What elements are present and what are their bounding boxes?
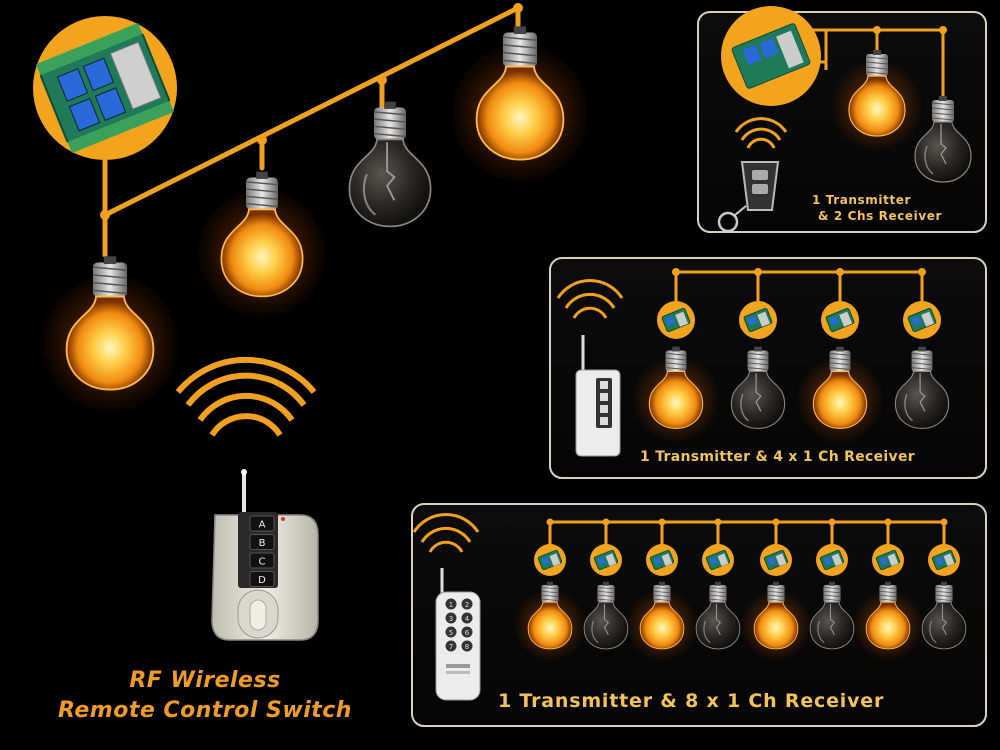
receiver-4ch-1 xyxy=(657,301,695,339)
receiver-4ch-4 xyxy=(903,301,941,339)
remote-button-c xyxy=(249,552,275,569)
remote-button-label: A xyxy=(259,520,266,531)
remote-button-label: D xyxy=(258,575,266,586)
receiver-8ch-3 xyxy=(646,544,678,576)
p8-bulb-6 xyxy=(809,581,855,650)
receiver-8ch-7 xyxy=(872,544,904,576)
remote-button-label: C xyxy=(259,557,266,568)
keyfob-remote xyxy=(717,117,788,233)
receiver-8ch-2 xyxy=(590,544,622,576)
p4-bulb-1 xyxy=(632,346,720,444)
bulb-glass xyxy=(812,370,868,429)
bulb-glass xyxy=(65,295,155,391)
bulb-glass xyxy=(865,601,911,650)
p2-bulb-2 xyxy=(914,96,972,183)
remote-button-d xyxy=(249,571,275,587)
remote-8-button: 1 2 3 4 5 6 7 8 xyxy=(412,513,481,701)
p8-bulb-1 xyxy=(514,581,586,662)
bulb-glass xyxy=(848,75,906,137)
remote8-button-label: 2 xyxy=(465,601,469,609)
panel-2ch-bulbs xyxy=(831,50,972,183)
panel-2ch-caption-line-2: & 2 Chs Receiver xyxy=(818,209,943,223)
remote-long xyxy=(556,279,624,457)
panel-2ch xyxy=(697,6,987,233)
bulb-glass xyxy=(753,601,799,650)
bulb-3 xyxy=(348,101,432,228)
remote8-button-label: 3 xyxy=(449,615,453,623)
receiver-8ch-4 xyxy=(702,544,734,576)
panel-8ch-caption: 1 Transmitter & 8 x 1 Ch Receiver xyxy=(498,690,885,712)
main-bulbs xyxy=(38,26,592,415)
remote8-button-label: 6 xyxy=(465,629,470,637)
relay-receiver-small xyxy=(721,6,821,106)
bulb-1 xyxy=(38,256,182,415)
remote8-button-3 xyxy=(445,612,457,624)
remote8-button-1 xyxy=(445,598,457,610)
p8-bulb-4 xyxy=(695,581,741,650)
bulb-glass xyxy=(475,65,565,161)
remote8-button-2 xyxy=(461,598,473,610)
receiver-8ch-6 xyxy=(816,544,848,576)
remote8-button-label: 5 xyxy=(449,629,453,637)
remote-button-a xyxy=(249,515,275,532)
p8-bulb-7 xyxy=(852,581,924,662)
title-line-1: RF Wireless xyxy=(129,668,281,693)
remote8-button-label: 8 xyxy=(465,643,469,651)
panel-8ch-bulbs xyxy=(514,581,967,662)
remote8-button-7 xyxy=(445,640,457,652)
bulb-2 xyxy=(195,171,329,320)
bulb-glass xyxy=(527,601,573,650)
bulb-glass xyxy=(220,208,304,298)
panel-4ch-receivers xyxy=(657,268,941,339)
wireless-signal-icon xyxy=(175,356,317,437)
receiver-8ch-1 xyxy=(534,544,566,576)
relay-receiver-module xyxy=(33,16,177,160)
remote8-button-4 xyxy=(461,612,473,624)
p2-bulb-1 xyxy=(831,50,923,152)
bulb-glass xyxy=(648,370,704,429)
remote8-button-6 xyxy=(461,626,473,638)
remote8-button-label: 1 xyxy=(449,601,453,609)
remote8-button-8 xyxy=(461,640,473,652)
remote8-button-5 xyxy=(445,626,457,638)
panel-4ch-bulbs xyxy=(632,346,950,444)
receiver-4ch-2 xyxy=(739,301,777,339)
bulb-4 xyxy=(448,26,592,185)
remote8-button-label: 7 xyxy=(449,643,453,651)
remote-button-label: B xyxy=(259,538,266,549)
p8-bulb-8 xyxy=(921,581,967,650)
bulb-glass xyxy=(639,601,685,650)
title-line-2: Remote Control Switch xyxy=(58,698,352,723)
panel-8ch: 1 2 3 4 5 6 7 8 xyxy=(411,503,987,727)
receiver-4ch-3 xyxy=(821,301,859,339)
panel-4ch xyxy=(549,257,987,479)
panel-2ch-caption-line-1: 1 Transmitter xyxy=(812,193,912,207)
receiver-8ch-5 xyxy=(760,544,792,576)
panel-8ch-receivers xyxy=(534,518,960,576)
p4-bulb-2 xyxy=(730,346,786,429)
p8-bulb-5 xyxy=(740,581,812,662)
p4-bulb-3 xyxy=(796,346,884,444)
p8-bulb-3 xyxy=(626,581,698,662)
receiver-8ch-8 xyxy=(928,544,960,576)
remote8-button-label: 4 xyxy=(465,615,470,623)
remote-button-b xyxy=(249,534,275,550)
p8-bulb-2 xyxy=(583,581,629,650)
panel-4ch-caption: 1 Transmitter & 4 x 1 Ch Receiver xyxy=(640,449,915,465)
remote8-buttons: 1 2 3 4 5 6 7 8 xyxy=(445,598,473,652)
p4-bulb-4 xyxy=(894,346,950,429)
